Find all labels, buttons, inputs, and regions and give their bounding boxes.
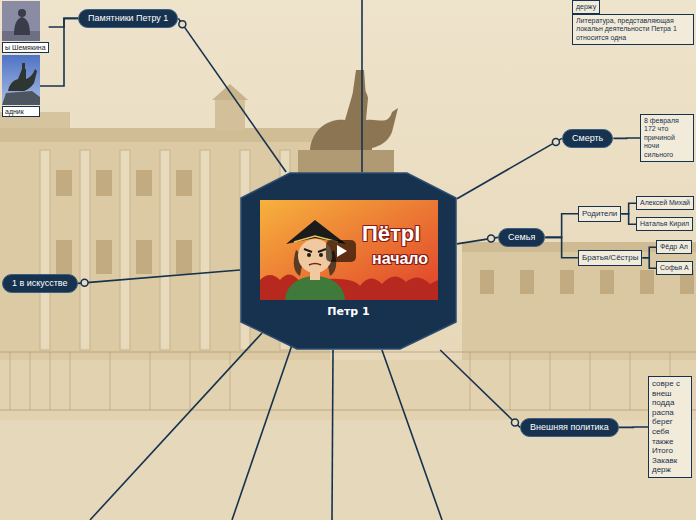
branch-connector	[642, 258, 656, 268]
topic-pill: Семья	[498, 228, 545, 247]
branch-connector	[613, 137, 640, 139]
branch-connector	[457, 138, 562, 198]
node-text: 1 в искусстве	[12, 278, 68, 289]
branch-connector	[440, 350, 520, 427]
branch-connector	[545, 214, 578, 238]
note-box: Братья/Сёстры	[578, 250, 642, 266]
branch-connector	[621, 214, 636, 224]
node-text: Литература, представляющая локальн деяте…	[576, 17, 690, 42]
node-text: Смерть	[572, 133, 603, 144]
node-text: Памятники Петру 1	[88, 13, 168, 24]
note-box: Фёдр Ал	[656, 240, 692, 254]
connector-dot	[511, 419, 518, 426]
topic-pill: Памятники Петру 1	[78, 9, 178, 28]
branch-connector	[78, 270, 240, 283]
node-text: ы Шемякина	[2, 42, 49, 53]
node-text: совре с внеш подда распа берег себя такж…	[652, 379, 688, 475]
node-text: Фёдр Ал	[660, 243, 688, 251]
topic-pill: 1 в искусстве	[2, 274, 78, 293]
note-box: Софья А	[656, 261, 693, 275]
branch-connector	[545, 237, 578, 257]
photo-card: ы Шемякина	[2, 1, 49, 53]
node-text: держу	[576, 3, 596, 11]
node-text: Алексей Михай	[640, 199, 690, 207]
note-box: Алексей Михай	[636, 196, 694, 210]
connector-dot	[552, 138, 559, 145]
connector-dot	[81, 279, 88, 286]
node-text: Родители	[582, 209, 617, 219]
note-box: держу	[572, 0, 600, 14]
connector-dot	[179, 21, 186, 28]
note-box: 8 февраля 172 что причиной ночи сильного	[640, 114, 694, 162]
node-text: Софья А	[660, 264, 689, 272]
branch-connector	[642, 247, 656, 258]
note-box: Литература, представляющая локальн деяте…	[572, 14, 694, 45]
monument-photo	[2, 1, 40, 41]
thumbnail-title: ПётрI	[362, 221, 420, 247]
node-text: адник	[2, 106, 40, 117]
offscreen-branch	[90, 0, 442, 520]
topic-pill: Смерть	[562, 129, 613, 148]
node-text: Братья/Сёстры	[582, 253, 638, 263]
thumbnail-title: начало	[372, 250, 428, 268]
node-text: Внешняя политика	[530, 422, 609, 433]
topic-pill: Внешняя политика	[520, 418, 619, 437]
note-box: Наталья Кирил	[636, 217, 693, 231]
monument-photo	[2, 55, 40, 105]
node-text: 8 февраля 172 что причиной ночи сильного	[644, 117, 690, 159]
connector-dot	[488, 235, 495, 242]
branch-connector	[621, 203, 636, 214]
node-text: Наталья Кирил	[640, 220, 689, 228]
note-box: совре с внеш подда распа берег себя такж…	[648, 376, 692, 478]
node-text: Семья	[508, 232, 535, 243]
branch-connector	[619, 426, 648, 428]
node-text: Петр 1	[240, 305, 457, 318]
note-box: Родители	[578, 206, 621, 222]
branch-connector	[178, 18, 286, 172]
photo-card: адник	[2, 55, 40, 117]
